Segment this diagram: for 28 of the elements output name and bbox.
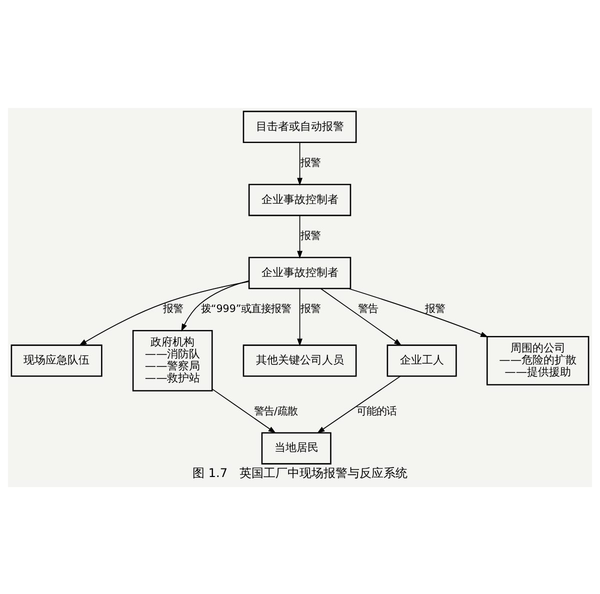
- arrow: [297, 214, 302, 258]
- edge-label: 警告/疏散: [254, 404, 298, 417]
- arrow: [297, 142, 302, 186]
- node-box: 企业事故控制者: [248, 256, 352, 289]
- node-box: 企业事故控制者: [248, 183, 352, 216]
- arrow: [320, 288, 402, 346]
- arrow: [316, 375, 401, 433]
- edge-label: 报警: [300, 302, 321, 315]
- edge-label: 报警: [163, 302, 184, 315]
- edge-label: 报警: [300, 230, 321, 242]
- arrow: [212, 388, 276, 433]
- edge-label: 可能的话: [356, 404, 397, 417]
- edge-label: 报警: [300, 156, 321, 169]
- edge-label: 警告: [358, 302, 378, 315]
- caption: 图 1.7 英国工厂中现场报警与反应系统: [192, 465, 408, 480]
- node-box: 现场应急队伍: [10, 344, 102, 376]
- node-box: 目击者或自动报警: [242, 110, 357, 143]
- arrow: [297, 288, 302, 346]
- arrow: [181, 280, 250, 332]
- edge-label: 拨“999”或直接报警: [200, 302, 292, 315]
- node-box: 政府机构 ——消防队 ——警察局 ——救护站: [132, 329, 213, 391]
- arrow: [348, 288, 488, 337]
- arrow: [78, 280, 250, 346]
- node-box: 当地居民: [261, 432, 332, 464]
- node-box: 其他关键公司人员: [242, 344, 357, 376]
- node-box: 企业工人: [386, 344, 457, 376]
- node-box: 周围的公司 ——危险的扩散 ——提供援助: [486, 335, 590, 385]
- edge-label: 报警: [425, 302, 446, 315]
